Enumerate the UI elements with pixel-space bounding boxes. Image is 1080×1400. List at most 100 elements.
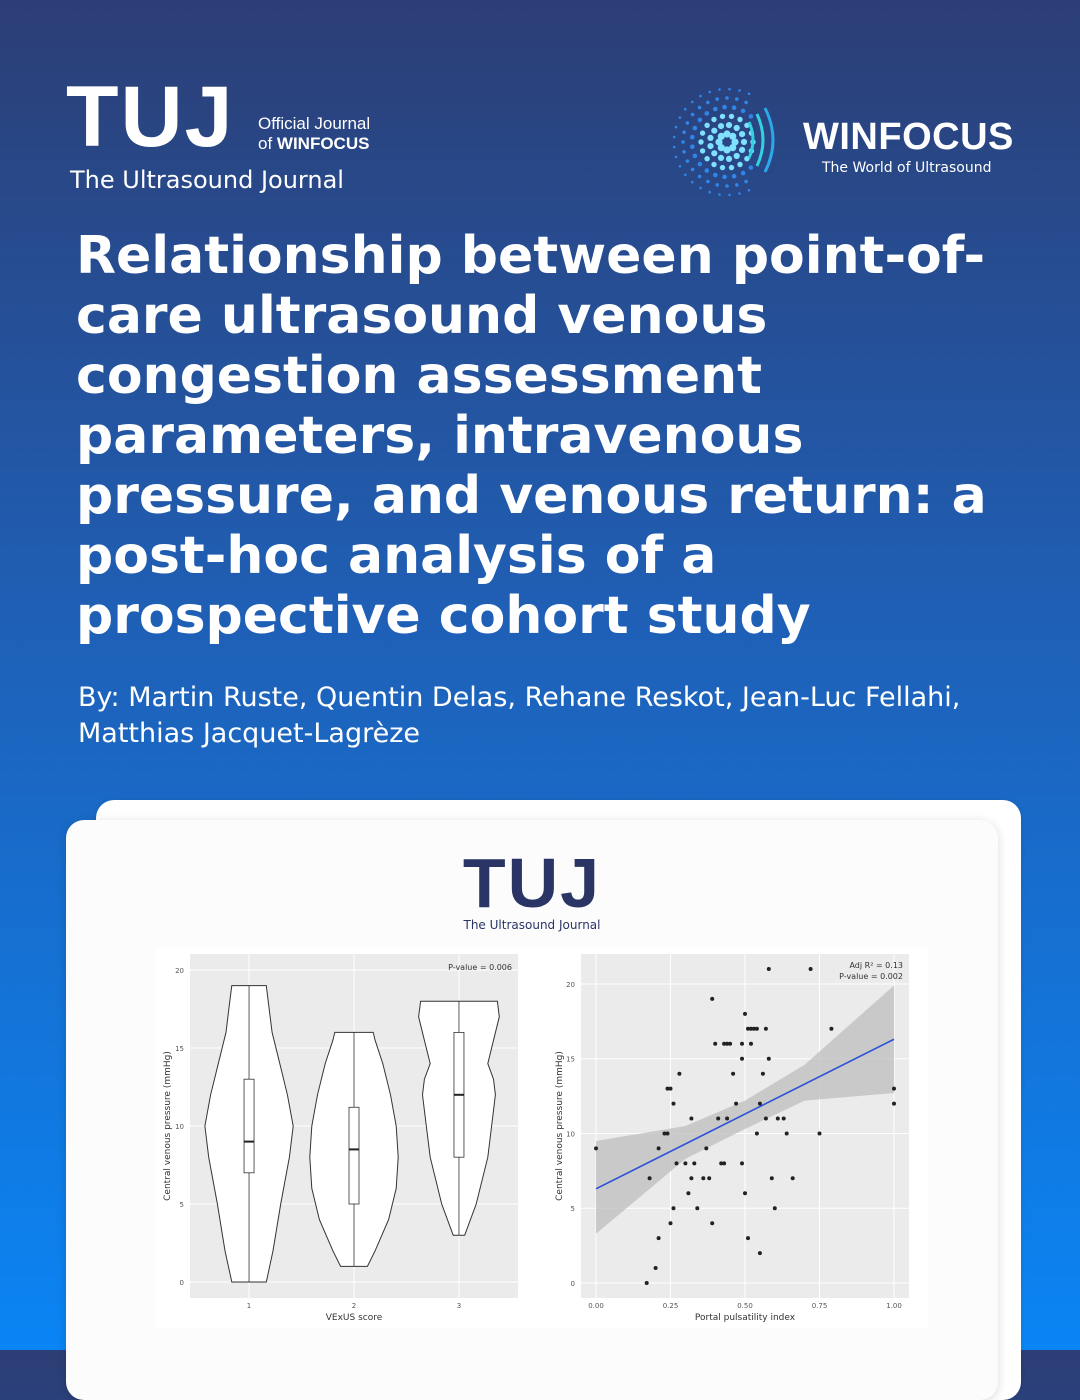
scatter-point [743, 1011, 747, 1016]
scatter-point [707, 1176, 712, 1181]
globe-dot [725, 122, 733, 129]
globe-dot [690, 112, 695, 117]
scatter-point [766, 967, 771, 971]
scatter-regression-line [595, 1038, 895, 1190]
scatter-point [692, 1161, 697, 1166]
globe-dot [678, 165, 682, 168]
globe-dot [738, 89, 741, 92]
globe-dot [717, 132, 725, 140]
scatter-point [665, 1131, 670, 1136]
globe-dot [729, 132, 737, 140]
violin-ytick-label: 15 [175, 1045, 184, 1053]
globe-dot [747, 92, 751, 96]
scatter-point [668, 1221, 673, 1226]
globe-dot [711, 127, 718, 134]
globe-dot [708, 90, 711, 94]
scatter-xtick-label: 0.50 [737, 1302, 753, 1310]
globe-dot [723, 130, 731, 138]
globe-dot [739, 131, 746, 138]
violin-box [348, 1106, 360, 1205]
globe-dot [723, 146, 731, 154]
globe-dot [728, 164, 735, 171]
scatter-point [892, 1101, 896, 1106]
scatter-point [808, 967, 813, 971]
globe-dot [739, 146, 746, 153]
globe-dot [711, 150, 718, 157]
journal-branding: TUJ Official Journal of WINFOCUS The Ult… [66, 74, 406, 204]
globe-dot [697, 117, 703, 123]
globe-dot [704, 111, 710, 116]
scatter-point [656, 1236, 661, 1241]
violin-ytick-label: 10 [175, 1123, 184, 1131]
scatter-point [728, 1041, 733, 1046]
globe-dot [672, 145, 676, 149]
scatter-point [751, 1026, 756, 1031]
scatter-point [731, 1071, 736, 1076]
globe-dot [682, 150, 686, 154]
winfocus-branding: WINFOCUS The World of Ultrasound [665, 80, 1025, 204]
globe-dot [715, 97, 719, 101]
globe-dot [744, 179, 748, 184]
violin-xlabel: VExUS score [326, 1313, 383, 1323]
globe-dot [681, 140, 685, 144]
tuj-logo: TUJ [66, 69, 235, 165]
globe-dot [682, 130, 686, 134]
scatter-point [743, 1191, 747, 1196]
scatter-point [644, 1281, 649, 1285]
globe-dot [711, 161, 717, 168]
globe-dot [740, 108, 746, 114]
globe-dot [690, 167, 695, 172]
globe-dot [691, 180, 694, 184]
globe-dot [697, 105, 702, 110]
scatter-point [772, 1206, 777, 1211]
winfocus-name: WINFOCUS [803, 116, 1014, 158]
scatter-point [704, 1146, 709, 1151]
globe-dot [697, 174, 702, 179]
globe-dot [722, 174, 727, 180]
globe-dot [692, 125, 698, 131]
globe-dot [713, 172, 718, 178]
scatter-point [594, 1146, 598, 1151]
globe-dot [731, 138, 739, 146]
globe-dot [735, 183, 739, 187]
globe-dot [740, 170, 746, 176]
globe-dot [735, 97, 739, 101]
violin-xtick-label: 1 [247, 1302, 251, 1310]
globe-dot [699, 130, 706, 136]
official-line-2: of WINFOCUS [258, 134, 370, 154]
globe-dot [717, 144, 725, 152]
globe-dot [704, 122, 710, 128]
globe-dot [674, 125, 678, 129]
globe-dot [747, 188, 751, 192]
scatter-ytick-label: 15 [566, 1056, 575, 1064]
violin-ytick-label: 0 [180, 1279, 184, 1287]
globe-dot [715, 138, 723, 146]
scatter-point [647, 1176, 652, 1181]
globe-dot [704, 156, 710, 162]
scatter-xtick-label: 1.00 [886, 1302, 902, 1310]
globe-dot [690, 144, 695, 150]
violin-ylabel: Central venous pressure (mmHg) [163, 1051, 173, 1201]
violin-ytick-label: 5 [180, 1201, 184, 1209]
globe-dot [706, 100, 710, 105]
globe-dot [704, 168, 710, 173]
article-title: Relationship between point-of-care ultra… [76, 226, 987, 646]
globe-dot [697, 161, 703, 167]
violin-box [243, 1078, 255, 1174]
globe-dot [698, 139, 704, 145]
globe-dot [699, 186, 702, 190]
globe-dot [718, 88, 721, 91]
globe-dot [737, 161, 743, 168]
globe-dot [719, 113, 726, 120]
official-line-2-prefix: of [258, 134, 277, 153]
scatter-point [740, 1041, 744, 1046]
scatter-point [665, 1086, 670, 1091]
scatter-point [760, 1071, 765, 1076]
globe-dot [744, 100, 748, 105]
scatter-ytick-label: 5 [571, 1205, 575, 1213]
globe-dot [690, 134, 695, 140]
globe-dot [692, 153, 698, 159]
